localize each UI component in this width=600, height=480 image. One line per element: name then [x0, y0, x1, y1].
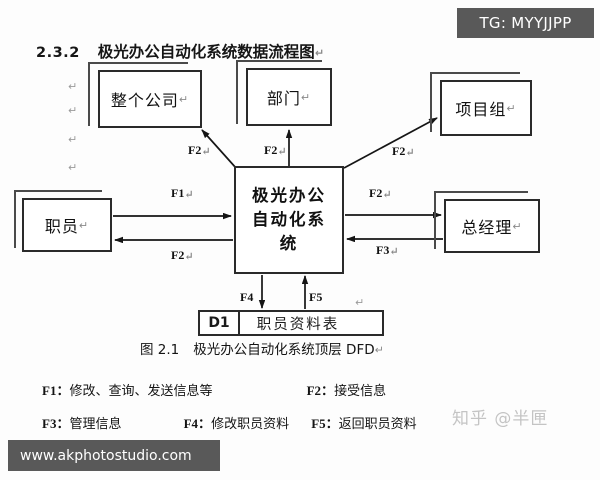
flow-label-f3-gm: F3↵: [376, 243, 399, 258]
legend-item-f1: F1：修改、查询、发送信息等: [42, 380, 212, 399]
entity-box-whole-company[interactable]: 整个公司↵: [98, 70, 202, 128]
flow-label-f4-store: F4: [240, 290, 254, 304]
flow-label-f5-store: F5: [309, 290, 323, 304]
legend-text: 返回职员资料: [338, 417, 417, 432]
footer-url-banner: www.akphotostudio.com: [8, 440, 220, 471]
return-mark-icon: ↵: [68, 80, 78, 93]
return-mark-icon: ↵: [506, 101, 517, 115]
return-mark-icon: ↵: [355, 296, 365, 309]
process-box-system[interactable]: 极光办公 自动化系 统: [234, 166, 344, 274]
edge-system-to-project-team: [343, 117, 438, 169]
return-mark-icon: ↵: [314, 46, 325, 60]
legend-item-f2: F2：接受信息: [307, 380, 386, 399]
return-mark-icon: ↵: [68, 104, 78, 117]
entity-box-general-manager[interactable]: 总经理↵: [444, 199, 540, 253]
legend-text: 管理信息: [69, 417, 122, 432]
entity-label: 整个公司: [110, 91, 179, 110]
legend-row-1: F1：修改、查询、发送信息等 F2：接受信息: [42, 380, 386, 399]
entity-box-project-team[interactable]: 项目组↵: [440, 80, 532, 136]
return-mark-icon: ↵: [184, 188, 194, 201]
entity-box-department[interactable]: 部门↵: [246, 68, 332, 126]
return-mark-icon: ↵: [277, 145, 287, 158]
legend-text: 接受信息: [334, 384, 387, 399]
return-mark-icon: ↵: [300, 90, 312, 104]
flow-label-f2-staff: F2↵: [171, 248, 194, 263]
return-mark-icon: ↵: [68, 133, 78, 146]
legend-key: F5：: [311, 416, 339, 431]
return-mark-icon: ↵: [512, 219, 523, 233]
return-mark-icon: ↵: [201, 145, 211, 158]
flow-label-f2-gm: F2↵: [369, 186, 392, 201]
flow-label-f2-company: F2↵: [188, 143, 211, 158]
return-mark-icon: ↵: [389, 245, 399, 258]
tg-watermark-badge: TG: MYYJJPP: [457, 8, 594, 38]
flow-label-f2-project: F2↵: [392, 144, 415, 159]
section-heading: 2.3.2 极光办公自动化系统数据流程图↵: [36, 40, 324, 62]
legend-key: F4：: [183, 416, 212, 431]
legend-row-2: F3：管理信息 F4：修改职员资料 F5：返回职员资料: [42, 413, 417, 432]
legend-item-f4: F4：修改职员资料: [184, 413, 289, 432]
return-mark-icon: ↵: [405, 146, 415, 159]
legend-key: F3：: [42, 416, 70, 431]
legend-key: F2：: [306, 383, 335, 398]
return-mark-icon: ↵: [68, 161, 78, 174]
return-mark-icon: ↵: [78, 218, 90, 232]
process-label-line-1: 极光办公: [252, 186, 326, 206]
entity-label: 项目组: [455, 100, 507, 119]
data-store-name: 职员资料表: [256, 316, 340, 333]
data-store-id: D1: [200, 312, 240, 334]
legend-key: F1：: [42, 383, 70, 398]
process-label-line-2: 自动化系: [252, 210, 326, 230]
section-number: 2.3.2: [36, 45, 80, 61]
process-label-line-3: 统: [279, 233, 299, 253]
entity-box-staff[interactable]: 职员↵: [22, 198, 112, 252]
legend-text: 修改、查询、发送信息等: [69, 384, 213, 399]
return-mark-icon: ↵: [178, 92, 190, 106]
flow-label-f2-department: F2↵: [264, 143, 287, 158]
legend-item-f5: F5：返回职员资料: [311, 413, 416, 432]
entity-label: 职员: [44, 217, 79, 236]
legend-item-f3: F3：管理信息: [42, 413, 121, 432]
data-store-d1[interactable]: D1 职员资料表: [198, 310, 384, 336]
zhihu-watermark: 知乎 @半匣: [452, 409, 549, 429]
return-mark-icon: ↵: [184, 250, 194, 263]
return-mark-icon: ↵: [382, 188, 392, 201]
entity-label: 部门: [266, 89, 301, 108]
figure-caption: 图 2.1 极光办公自动化系统顶层 DFD↵: [140, 338, 384, 358]
entity-label: 总经理: [461, 218, 513, 237]
figure-number: 图 2.1: [140, 342, 180, 358]
flow-label-f1-staff: F1↵: [171, 186, 194, 201]
return-mark-icon: ↵: [374, 343, 384, 357]
figure-caption-text: 极光办公自动化系统顶层 DFD: [193, 342, 375, 358]
section-title: 极光办公自动化系统数据流程图: [97, 43, 315, 61]
legend-text: 修改职员资料: [211, 417, 290, 432]
